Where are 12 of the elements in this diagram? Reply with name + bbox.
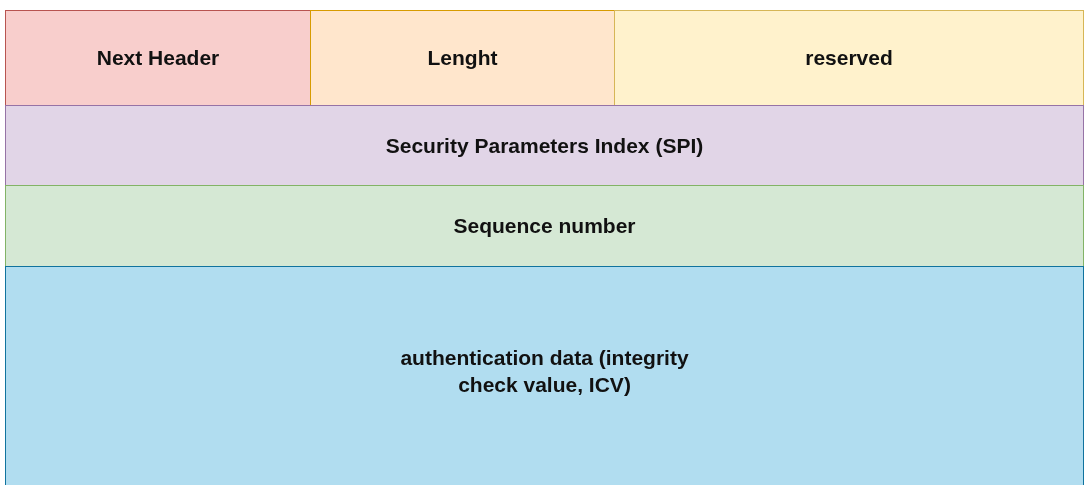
field-label: Next Header [96,45,220,72]
field-box [5,10,311,106]
field-label: reserved [805,45,893,72]
field-box [5,185,1084,267]
field-label: Lenght [427,45,498,72]
field-box [614,10,1084,106]
field-label: Sequence number [453,213,636,240]
field-label: authentication data (integrity check value, ICV) [399,344,690,398]
field-box [5,266,1084,485]
field-box [310,10,615,106]
field-label: Security Parameters Index (SPI) [385,132,704,159]
field-box [5,105,1084,186]
